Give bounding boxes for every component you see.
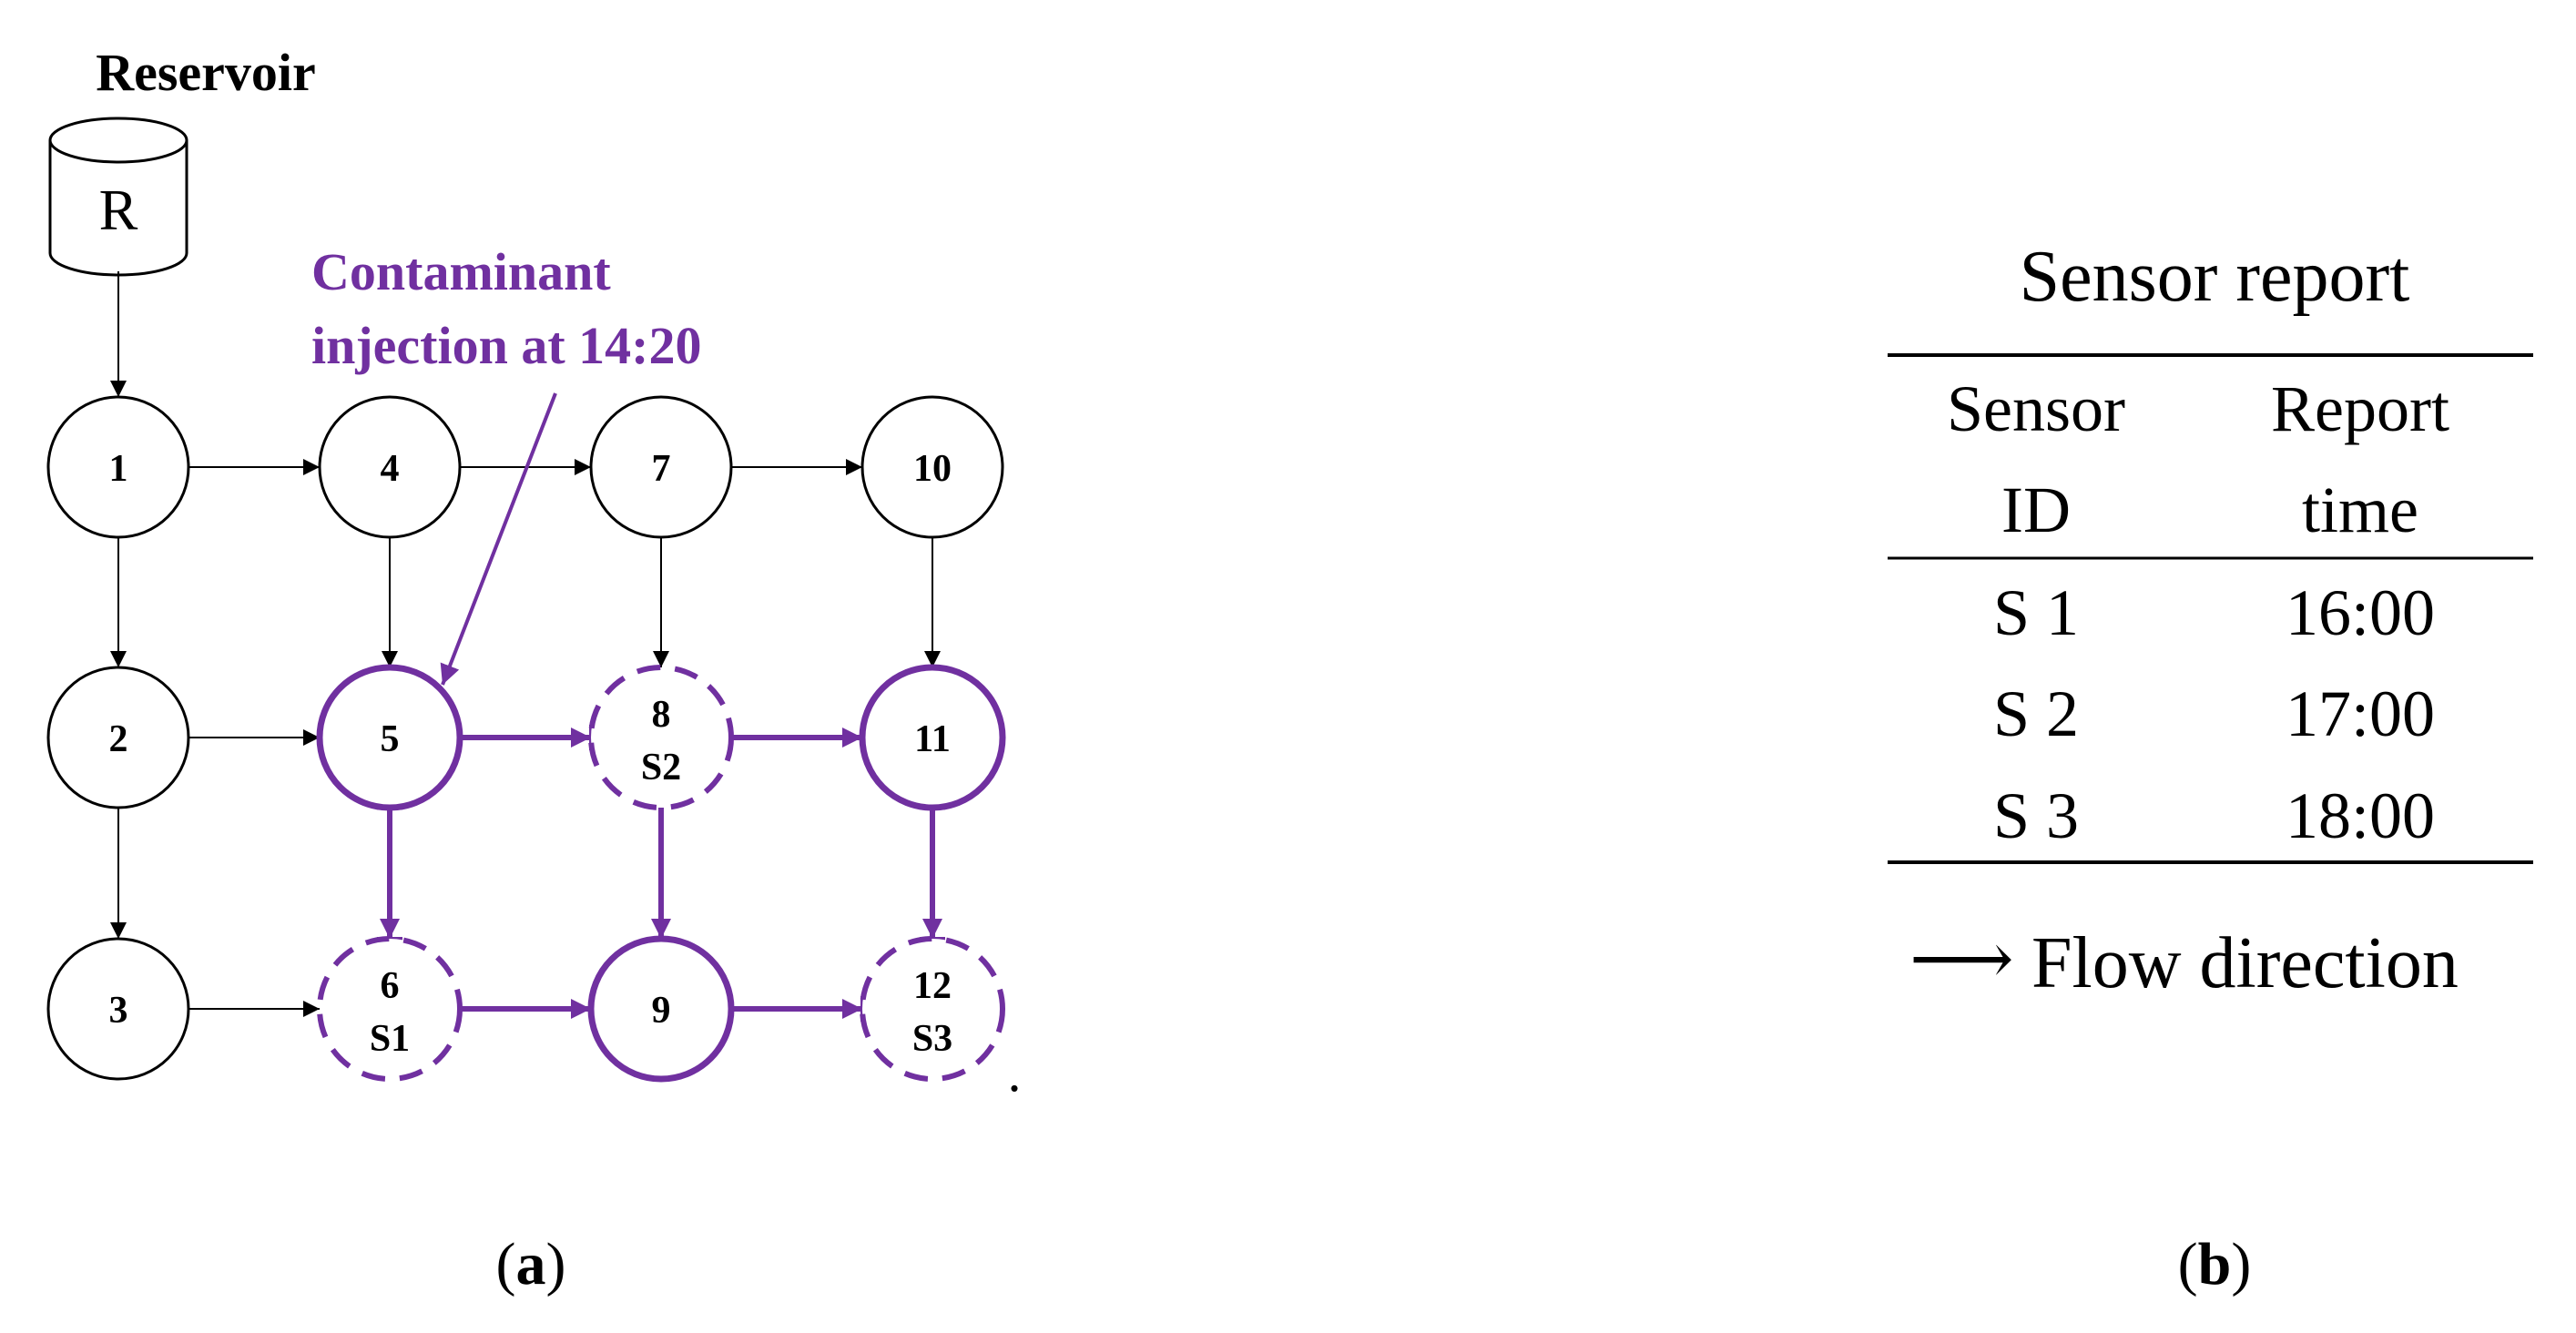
node-circle-6 xyxy=(317,936,463,1082)
node-label-2: 2 xyxy=(109,718,128,760)
header-sensor-line2: ID xyxy=(2001,473,2071,546)
node-circle-10 xyxy=(860,395,1004,539)
node-label-7: 7 xyxy=(652,448,671,490)
table-rows: S 1 16:00 S 2 17:00 S 3 18:00 xyxy=(1993,576,2435,852)
row-sensor-id: S 3 xyxy=(1993,779,2079,852)
node-label-5: 5 xyxy=(381,718,400,760)
node-circle-8 xyxy=(588,665,734,810)
row-report-time: 18:00 xyxy=(2286,779,2435,852)
header-sensor-line1: Sensor xyxy=(1947,372,2125,445)
node-label-6: 6 xyxy=(381,965,400,1007)
node-1: 1 xyxy=(46,395,190,539)
panel-b: Sensor report Sensor ID Report time S 1 1… xyxy=(1888,237,2533,1297)
node-circle-4 xyxy=(318,395,462,539)
node-4: 4 xyxy=(318,395,462,539)
row-sensor-id: S 1 xyxy=(1993,576,2079,649)
node-label-4: 4 xyxy=(381,448,400,490)
annotation-line-2: injection at 14:20 xyxy=(311,316,702,375)
svg-text:(b): (b) xyxy=(2178,1231,2252,1297)
node-9: 9 xyxy=(587,935,735,1083)
row-sensor-id: S 2 xyxy=(1993,677,2079,750)
node-circle-2 xyxy=(46,666,190,809)
legend-arrow: ⟶ xyxy=(1909,920,2014,1000)
annotation-line-1: Contaminant xyxy=(311,242,611,301)
node-sensor-8: S2 xyxy=(641,747,681,789)
reservoir-cylinder-top xyxy=(48,117,188,164)
node-label-8: 8 xyxy=(652,694,671,736)
node-label-10: 10 xyxy=(913,448,952,490)
caption-a-letter: a xyxy=(516,1231,546,1297)
node-11: 11 xyxy=(859,664,1006,811)
node-5: 5 xyxy=(316,664,463,811)
node-circle-7 xyxy=(589,395,733,539)
node-label-9: 9 xyxy=(652,990,671,1032)
node-label-12: 12 xyxy=(913,965,952,1007)
node-label-11: 11 xyxy=(914,718,951,760)
node-sensor-6: S1 xyxy=(370,1018,410,1060)
svg-text:(a): (a) xyxy=(496,1231,566,1297)
caption-b: (b) xyxy=(2178,1231,2252,1297)
reservoir-title: Reservoir xyxy=(96,43,316,102)
panel-a: Reservoir R Contaminant injection at 14:… xyxy=(46,43,1022,1297)
node-circle-5 xyxy=(316,664,463,811)
trailing-mark: . xyxy=(1008,1043,1022,1103)
caption-b-letter: b xyxy=(2198,1231,2232,1297)
injection-arrow xyxy=(440,392,557,686)
node-7: 7 xyxy=(589,395,733,539)
row-report-time: 17:00 xyxy=(2286,677,2435,750)
network-edges xyxy=(110,271,945,1022)
legend-text: Flow direction xyxy=(2031,923,2459,1003)
node-10: 10 xyxy=(860,395,1004,539)
table-title: Sensor report xyxy=(2020,237,2410,317)
contaminant-annotation: Contaminant injection at 14:20 xyxy=(311,242,702,686)
node-8: 8S2 xyxy=(588,665,734,810)
node-circle-1 xyxy=(46,395,190,539)
reservoir: Reservoir R xyxy=(48,43,316,277)
node-circle-3 xyxy=(46,937,190,1081)
flow-legend: ⟶ Flow direction xyxy=(1909,920,2459,1003)
header-report-line2: time xyxy=(2302,473,2418,546)
reservoir-label: R xyxy=(99,178,138,242)
header-report-line1: Report xyxy=(2271,372,2449,445)
node-6: 6S1 xyxy=(317,936,463,1082)
node-label-3: 3 xyxy=(109,990,128,1032)
caption-a: (a) xyxy=(496,1231,566,1297)
node-label-1: 1 xyxy=(109,448,128,490)
node-circle-11 xyxy=(859,664,1006,811)
node-sensor-12: S3 xyxy=(912,1018,952,1060)
node-2: 2 xyxy=(46,666,190,809)
node-circle-9 xyxy=(587,935,735,1083)
node-circle-12 xyxy=(860,936,1005,1082)
row-report-time: 16:00 xyxy=(2286,576,2435,649)
node-3: 3 xyxy=(46,937,190,1081)
